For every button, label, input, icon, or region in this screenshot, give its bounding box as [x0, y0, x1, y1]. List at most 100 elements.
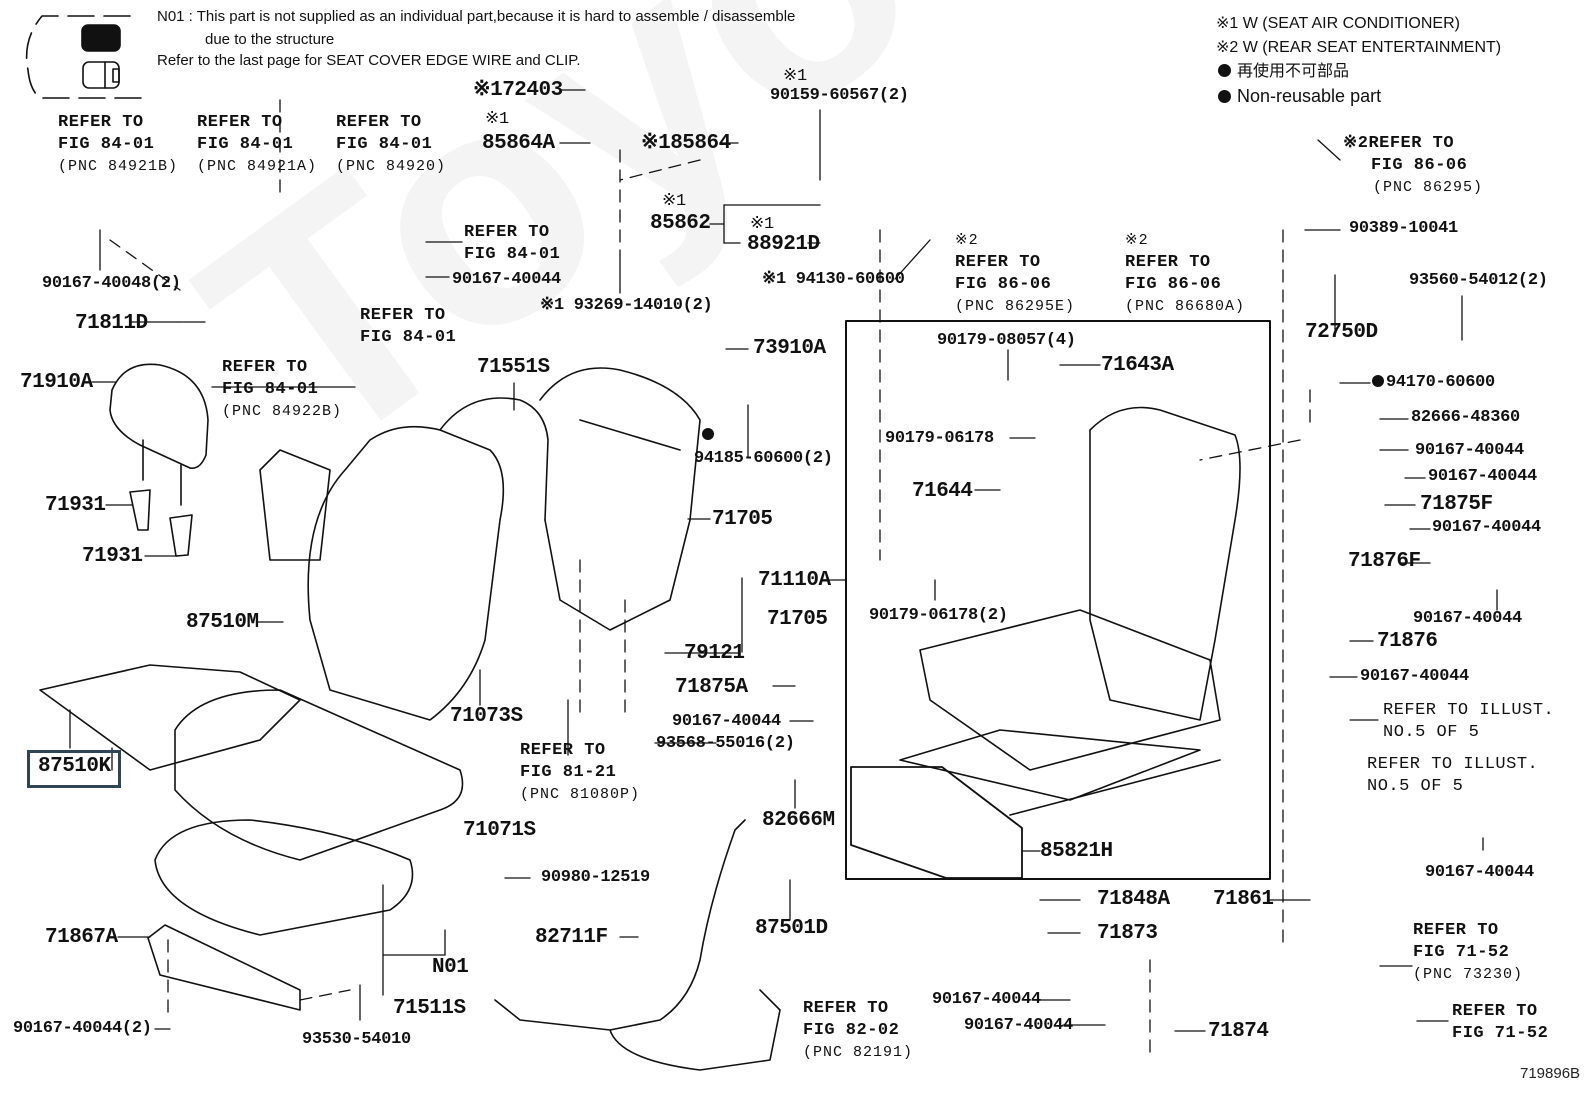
part-72750D[interactable]: 72750D	[1305, 321, 1378, 344]
figure-id: 719896B	[1520, 1065, 1581, 1082]
reference-line1: REFER TO	[1125, 253, 1211, 272]
part-88921D[interactable]: 88921D	[747, 233, 820, 256]
part-90167-40044-c[interactable]: 90167-40044	[932, 990, 1041, 1009]
part-90179-06178-a[interactable]: 90179-06178	[885, 429, 994, 448]
part-90179-08057[interactable]: 90179-08057(4)	[937, 331, 1076, 350]
note-seat-cover-wire: Refer to the last page for SEAT COVER ED…	[157, 52, 581, 69]
reference-81080P[interactable]: REFER TO FIG 81-21 (PNC 81080P)	[520, 740, 640, 806]
reference-illust-a[interactable]: REFER TO ILLUST. NO.5 OF 5	[1383, 700, 1554, 744]
reference-84921A[interactable]: REFER TO FIG 84-01 (PNC 84921A)	[197, 112, 317, 178]
part-71110A[interactable]: 71110A	[758, 569, 831, 592]
nonreusable-dot-icon	[1218, 90, 1231, 103]
part-71874[interactable]: 71874	[1208, 1020, 1269, 1043]
reference-pnc: (PNC 84922B)	[222, 403, 343, 420]
part-94130-60600[interactable]: ※1 94130-60600	[762, 270, 905, 289]
part-72403[interactable]: ※172403	[473, 79, 563, 102]
reference-line2: FIG 71-52	[1452, 1024, 1549, 1043]
part-73910A[interactable]: 73910A	[753, 337, 826, 360]
part-90167-40044-e[interactable]: 90167-40044	[1415, 441, 1524, 460]
part-90167-40044-b[interactable]: 90167-40044	[672, 712, 781, 731]
reference-line1: REFER TO	[1452, 1002, 1538, 1021]
part-90167-40044-d[interactable]: 90167-40044	[964, 1016, 1073, 1035]
reference-fig-84-01-screw2[interactable]: REFER TO FIG 84-01	[360, 305, 456, 349]
part-90179-06178-b[interactable]: 90179-06178(2)	[869, 606, 1008, 625]
reference-line2: FIG 86-06	[955, 275, 1052, 294]
part-82711F[interactable]: 82711F	[535, 926, 608, 949]
part-71876F[interactable]: 71876F	[1348, 550, 1421, 573]
part-93568-55016[interactable]: 93568-55016(2)	[656, 734, 795, 753]
part-85821H[interactable]: 85821H	[1040, 840, 1113, 863]
part-71811D[interactable]: 71811D	[75, 312, 148, 335]
highlighted-part-box	[27, 750, 121, 788]
reference-line1: REFER TO	[464, 223, 550, 242]
part-71643A[interactable]: 71643A	[1101, 354, 1174, 377]
part-71867A[interactable]: 71867A	[45, 926, 118, 949]
part-85862[interactable]: 85862	[650, 212, 711, 235]
part-N01[interactable]: N01	[432, 956, 469, 979]
part-90159-60567[interactable]: 90159-60567(2)	[770, 86, 909, 105]
reference-line1: REFER TO	[520, 741, 606, 760]
part-90389-10041[interactable]: 90389-10041	[1349, 219, 1458, 238]
reference-82191[interactable]: REFER TO FIG 82-02 (PNC 82191)	[803, 998, 913, 1064]
part-82666M[interactable]: 82666M	[762, 809, 835, 832]
part-90167-40048[interactable]: 90167-40048(2)	[42, 274, 181, 293]
part-90167-40044-h[interactable]: 90167-40044	[1413, 609, 1522, 628]
part-71931-a[interactable]: 71931	[45, 494, 106, 517]
reference-86295E[interactable]: ※2 REFER TO FIG 86-06 (PNC 86295E)	[955, 230, 1075, 318]
part-94170-60600[interactable]: 94170-60600	[1372, 374, 1495, 391]
part-90167-40044-g[interactable]: 90167-40044	[1432, 518, 1541, 537]
part-71931-b[interactable]: 71931	[82, 545, 143, 568]
reference-86295[interactable]: ※2REFER TO FIG 86-06 (PNC 86295)	[1343, 133, 1483, 199]
reference-illust-b[interactable]: REFER TO ILLUST. NO.5 OF 5	[1367, 754, 1538, 798]
part-71073S[interactable]: 71073S	[450, 705, 523, 728]
reference-line2: FIG 86-06	[1125, 275, 1222, 294]
reference-line1: REFER TO	[1413, 921, 1499, 940]
part-71876[interactable]: 71876	[1377, 630, 1438, 653]
part-71705-a[interactable]: 71705	[712, 508, 773, 531]
part-71705-b[interactable]: 71705	[767, 608, 828, 631]
part-87501D[interactable]: 87501D	[755, 917, 828, 940]
wire-harness-drawing	[494, 819, 781, 1071]
reference-line1: REFER TO	[197, 113, 283, 132]
filled-part-symbol	[81, 24, 121, 52]
part-90167-40044-2[interactable]: 90167-40044(2)	[13, 1019, 152, 1038]
part-71071S[interactable]: 71071S	[463, 819, 536, 842]
part-93560-54012[interactable]: 93560-54012(2)	[1409, 271, 1548, 290]
part-71848A[interactable]: 71848A	[1097, 888, 1170, 911]
part-71861[interactable]: 71861	[1213, 888, 1274, 911]
part-93530-54010[interactable]: 93530-54010	[302, 1030, 411, 1049]
part-94185-60600-text: 94185-60600(2)	[694, 449, 833, 468]
reference-84921B[interactable]: REFER TO FIG 84-01 (PNC 84921B)	[58, 112, 178, 178]
part-85864[interactable]: ※185864	[641, 132, 731, 155]
part-94170-60600-text: 94170-60600	[1386, 373, 1495, 392]
part-90167-40044-a[interactable]: 90167-40044	[452, 270, 561, 289]
part-71875A[interactable]: 71875A	[675, 676, 748, 699]
reference-84920[interactable]: REFER TO FIG 84-01 (PNC 84920)	[336, 112, 446, 178]
part-90167-40044-j[interactable]: 90167-40044	[1425, 863, 1534, 882]
cushion-drawing	[39, 664, 464, 1011]
reference-86680A[interactable]: ※2 REFER TO FIG 86-06 (PNC 86680A)	[1125, 230, 1245, 318]
part-71551S[interactable]: 71551S	[477, 356, 550, 379]
part-85864A[interactable]: 85864A	[482, 132, 555, 155]
nonreusable-dot-icon	[702, 428, 714, 440]
part-90980-12519[interactable]: 90980-12519	[541, 868, 650, 887]
reference-fig-84-01-screw[interactable]: REFER TO FIG 84-01	[464, 222, 560, 266]
part-71910A[interactable]: 71910A	[20, 371, 93, 394]
part-82666-48360[interactable]: 82666-48360	[1411, 408, 1520, 427]
reference-line2: FIG 84-01	[336, 135, 433, 154]
part-71511S[interactable]: 71511S	[393, 997, 466, 1020]
part-94185-60600[interactable]: 94185-60600(2)	[694, 428, 839, 467]
part-90167-40044-f[interactable]: 90167-40044	[1428, 467, 1537, 486]
part-93269-14010[interactable]: ※1 93269-14010(2)	[540, 296, 713, 315]
part-71875F[interactable]: 71875F	[1420, 493, 1493, 516]
part-87510K[interactable]: 87510K	[38, 755, 111, 778]
reference-73230[interactable]: REFER TO FIG 71-52 (PNC 73230)	[1413, 920, 1523, 986]
reference-fig-71-52[interactable]: REFER TO FIG 71-52	[1452, 1001, 1548, 1045]
part-79121[interactable]: 79121	[684, 642, 745, 665]
part-87510M[interactable]: 87510M	[186, 611, 259, 634]
part-71873[interactable]: 71873	[1097, 922, 1158, 945]
part-71644[interactable]: 71644	[912, 480, 973, 503]
reference-84922B[interactable]: REFER TO FIG 84-01 (PNC 84922B)	[222, 357, 342, 423]
part-90167-40044-i[interactable]: 90167-40044	[1360, 667, 1469, 686]
reference-line1: REFER TO	[58, 113, 144, 132]
